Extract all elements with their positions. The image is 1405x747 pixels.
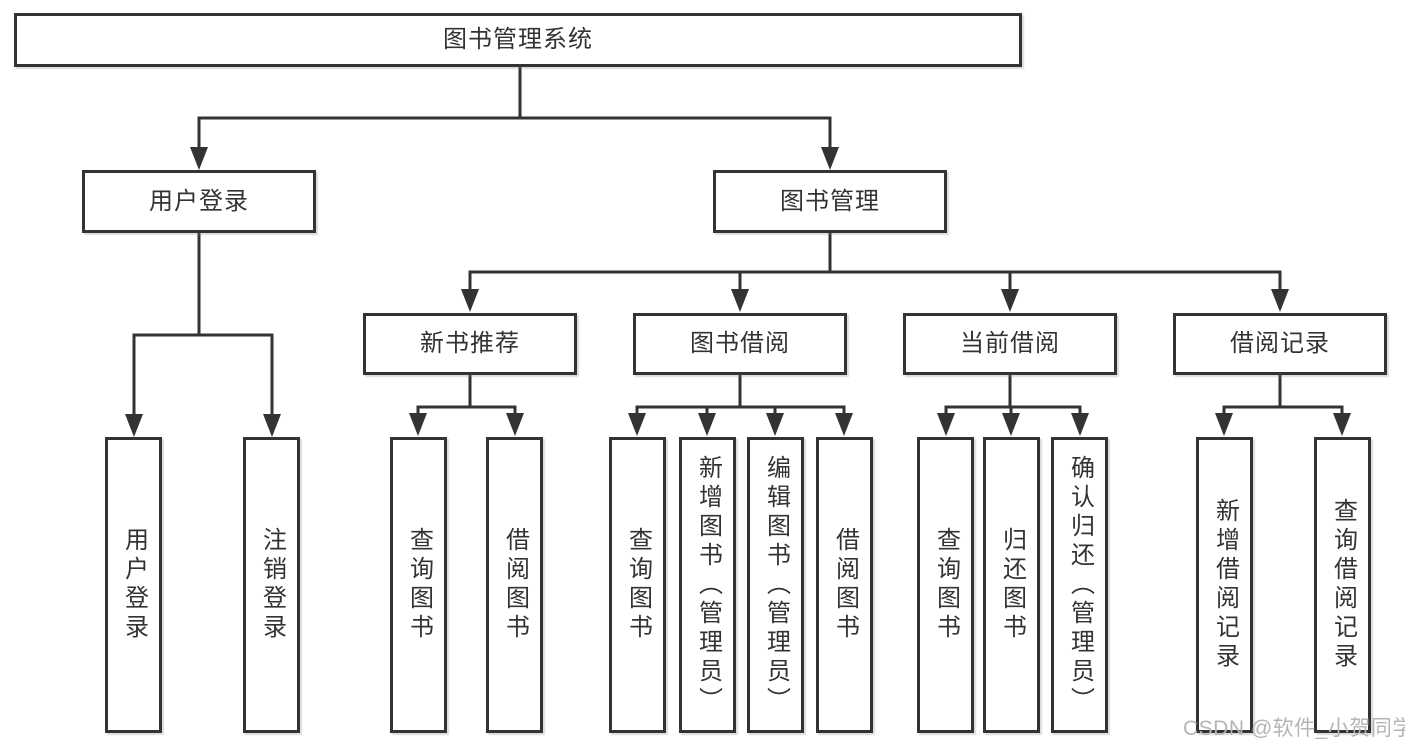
leaf-borrow-books-newbooks: 借阅图书 bbox=[486, 437, 543, 733]
leaf-query-books-borrowing: 查询图书 bbox=[609, 437, 666, 733]
leaf-query-books-current: 查询图书 bbox=[917, 437, 974, 733]
leaf-add-borrow-record: 新增借阅记录 bbox=[1196, 437, 1253, 733]
node-library-management-system: 图书管理系统 bbox=[14, 13, 1022, 67]
leaf-query-books-newbooks: 查询图书 bbox=[390, 437, 447, 733]
leaf-return-books: 归还图书 bbox=[983, 437, 1040, 733]
node-borrow-records: 借阅记录 bbox=[1173, 313, 1387, 375]
node-current-borrowing: 当前借阅 bbox=[903, 313, 1117, 375]
leaf-edit-book-admin: 编辑图书（管理员） bbox=[747, 437, 804, 733]
csdn-watermark: CSDN @软件_小贺同学 bbox=[1183, 717, 1405, 740]
node-book-management: 图书管理 bbox=[713, 170, 947, 233]
leaf-query-borrow-record: 查询借阅记录 bbox=[1314, 437, 1371, 733]
leaf-logout: 注销登录 bbox=[243, 437, 300, 733]
arrowheads bbox=[125, 147, 1351, 437]
leaf-user-login: 用户登录 bbox=[105, 437, 162, 733]
leaf-borrow-books-borrowing: 借阅图书 bbox=[816, 437, 873, 733]
node-new-book-recommend: 新书推荐 bbox=[363, 313, 577, 375]
leaf-add-book-admin: 新增图书（管理员） bbox=[679, 437, 736, 733]
connector-strokes bbox=[132, 65, 1344, 420]
node-user-login: 用户登录 bbox=[82, 170, 316, 233]
leaf-confirm-return-admin: 确认归还（管理员） bbox=[1051, 437, 1108, 733]
node-book-borrowing: 图书借阅 bbox=[633, 313, 847, 375]
